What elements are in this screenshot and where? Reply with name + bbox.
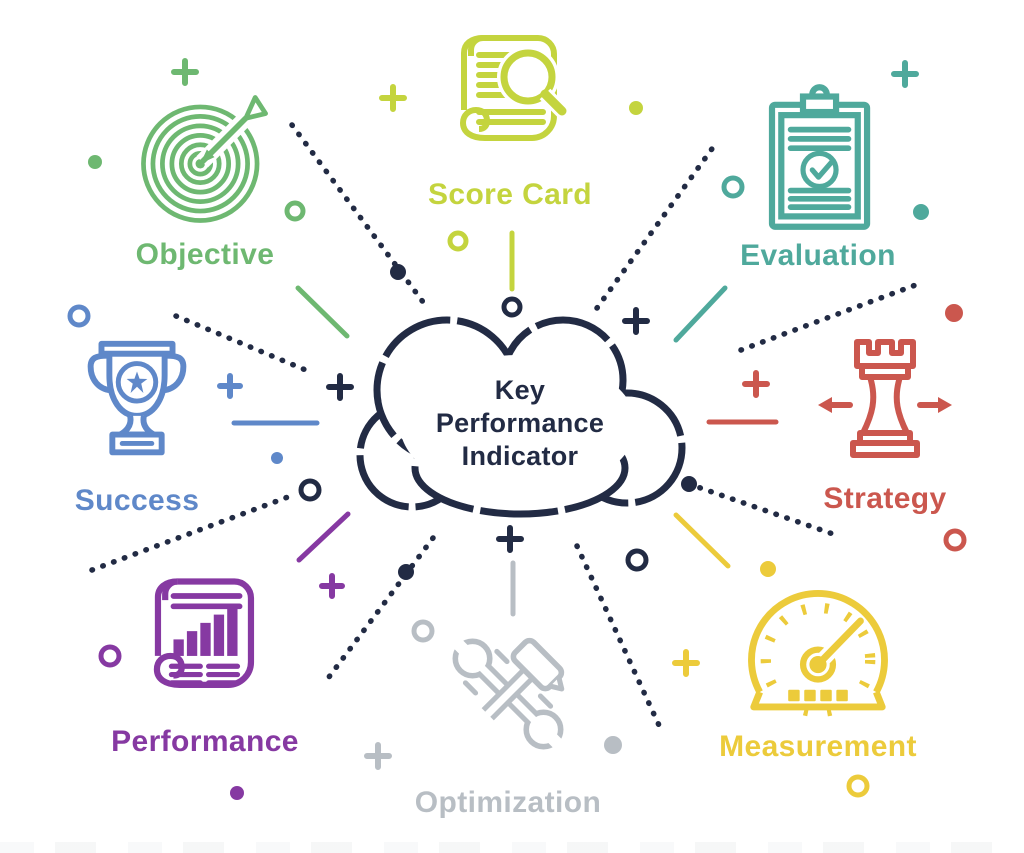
node-objective: Objective (55, 88, 355, 272)
color-rings (67, 175, 967, 798)
cloud-outline-icon (356, 316, 686, 518)
solid-rays (231, 230, 779, 617)
color-dots (88, 101, 963, 800)
center-title-line2: Performance (435, 408, 605, 438)
wrench-hammer-icon (448, 634, 568, 754)
node-label: Optimization (414, 786, 602, 819)
kpi-cloud (340, 295, 710, 540)
scroll-barchart-icon (153, 578, 254, 688)
center-title: Key Performance Indicator (398, 374, 642, 473)
node-label: Objective (135, 238, 275, 271)
node-performance: Performance (55, 565, 355, 759)
plus-marks (171, 58, 919, 770)
node-strategy: Strategy (735, 322, 1024, 516)
scroll-magnifier-icon (460, 35, 570, 141)
node-measurement: Measurement (668, 575, 968, 764)
navy-dots (390, 264, 697, 580)
navy-rings (298, 296, 649, 572)
node-label: Performance (111, 725, 299, 758)
center-title-line1: Key (494, 375, 546, 405)
target-arrow-icon (141, 95, 268, 223)
clipboard-check-icon (768, 84, 870, 230)
node-optimization: Optimization (358, 618, 658, 820)
node-label: Evaluation (740, 239, 896, 272)
chess-rook-icon (818, 339, 952, 458)
node-evaluation: Evaluation (668, 80, 968, 273)
node-score-card: Score Card (360, 22, 660, 212)
node-label: Measurement (719, 730, 917, 763)
center-title-line3: Indicator (461, 441, 579, 471)
trophy-icon (87, 340, 187, 456)
node-label: Score Card (427, 178, 593, 211)
node-label: Strategy (823, 482, 947, 515)
node-label: Success (74, 484, 200, 517)
node-success: Success (0, 330, 287, 518)
watermark-strip (0, 842, 1024, 853)
gauge-icon (748, 590, 888, 718)
